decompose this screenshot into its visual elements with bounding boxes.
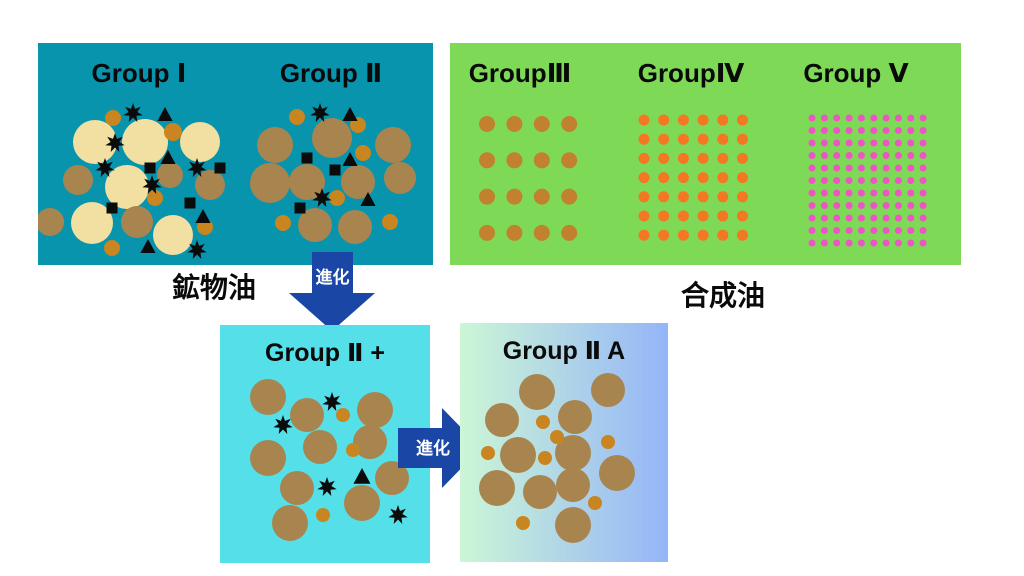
group2a-title: Group Ⅱ A	[502, 337, 626, 365]
group3-title: GroupⅢ	[468, 58, 572, 88]
group2-title: Group Ⅱ	[279, 58, 383, 88]
group1-title: Group Ⅰ	[91, 58, 187, 88]
evolution-down-arrow	[289, 252, 375, 331]
group5-title: Group Ⅴ	[803, 58, 909, 88]
group2plus-title: Group Ⅱ +	[265, 339, 385, 367]
group1-molecule-cluster	[38, 103, 226, 259]
group2plus-box: Group Ⅱ +	[220, 325, 430, 563]
group2-molecule-cluster	[250, 103, 416, 244]
group5-dot-grid	[808, 114, 927, 247]
group2a-molecule-cluster	[479, 373, 635, 543]
group4-title: GroupⅣ	[637, 58, 745, 88]
synthetic-oil-box: GroupⅢ GroupⅣ Group Ⅴ	[450, 43, 961, 265]
group4-dot-grid	[638, 114, 748, 241]
mineral-oil-label: 鉱物油	[171, 272, 256, 303]
evolution-down-label: 進化	[315, 268, 350, 287]
mineral-oil-box: Group Ⅰ Group Ⅱ	[38, 43, 433, 265]
group2plus-molecule-cluster	[250, 379, 409, 541]
evolution-right-label: 進化	[416, 439, 450, 458]
synthetic-oil-label: 合成油	[680, 280, 765, 311]
group3-dot-grid	[479, 116, 578, 241]
group2a-box: Group Ⅱ A	[460, 323, 668, 562]
